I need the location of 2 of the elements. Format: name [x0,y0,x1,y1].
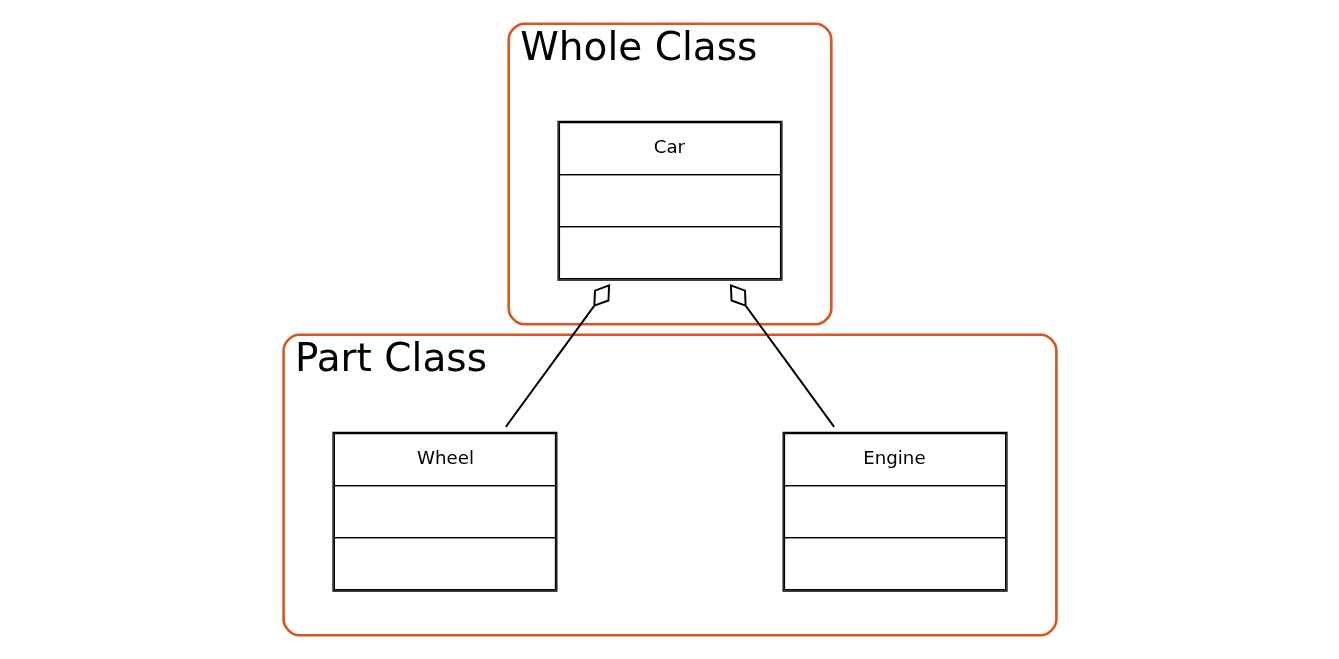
connector [504,284,610,428]
connector [729,284,835,428]
